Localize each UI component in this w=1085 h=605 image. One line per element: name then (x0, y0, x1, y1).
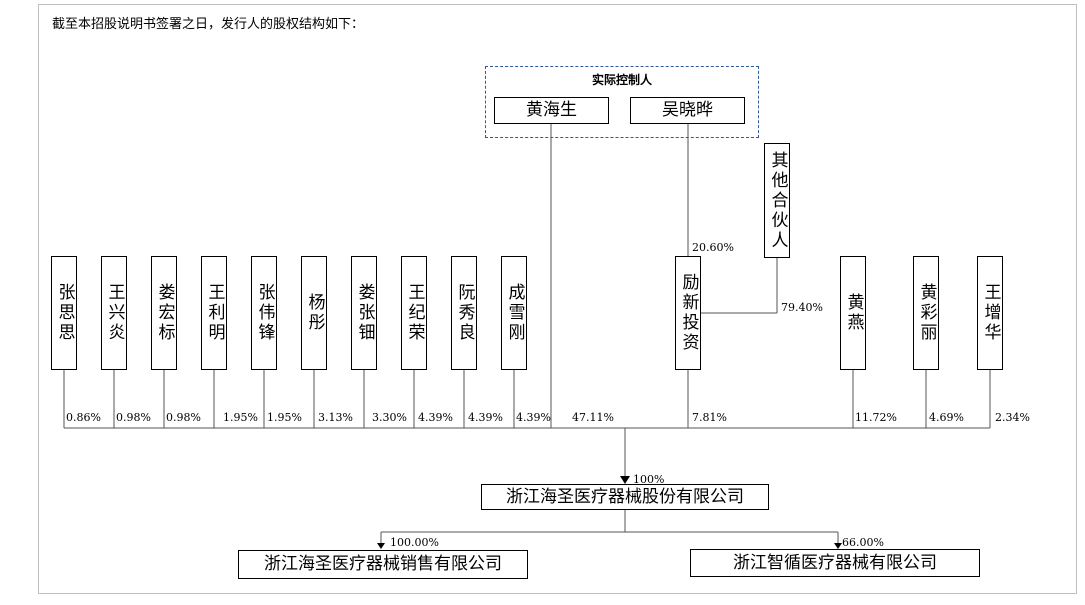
shareholder-pct: 4.39% (516, 411, 551, 424)
shareholder-pct: 1.95% (223, 411, 258, 424)
pct-company: 100% (633, 473, 665, 486)
shareholder-name: 王兴炎 (104, 283, 125, 343)
shareholder-pct: 11.72% (855, 411, 897, 424)
shareholder-name: 娄张钿 (354, 283, 375, 343)
pct-others-to-lixin: 79.40% (781, 301, 823, 314)
shareholder-box: 王利明 (201, 256, 227, 370)
node-subsidiary-zhixun: 浙江智循医疗器械有限公司 (690, 549, 980, 577)
shareholder-name: 王利明 (204, 283, 225, 343)
shareholder-box: 王纪荣 (401, 256, 427, 370)
node-issuer-company: 浙江海圣医疗器械股份有限公司 (481, 484, 769, 510)
shareholder-pct: 3.13% (318, 411, 353, 424)
shareholder-pct: 4.39% (418, 411, 453, 424)
pct-huang-haisheng: 47.11% (572, 411, 614, 424)
shareholder-pct: 2.34% (995, 411, 1030, 424)
shareholder-pct: 4.39% (468, 411, 503, 424)
intro-text: 截至本招股说明书签署之日，发行人的股权结构如下： (52, 17, 365, 32)
page-frame (38, 4, 1077, 594)
shareholder-pct: 0.98% (116, 411, 151, 424)
shareholder-box: 黄燕 (840, 256, 866, 370)
shareholder-box: 娄宏标 (151, 256, 177, 370)
node-lixin-label: 励新投资 (678, 273, 699, 353)
shareholder-box: 王增华 (977, 256, 1003, 370)
shareholder-pct: 1.95% (267, 411, 302, 424)
shareholder-name: 杨彤 (304, 293, 325, 333)
shareholder-name: 黄彩丽 (916, 283, 937, 343)
pct-wu-to-lixin: 20.60% (692, 241, 734, 254)
shareholder-box: 成雪刚 (501, 256, 527, 370)
shareholder-pct: 4.69% (929, 411, 964, 424)
shareholder-name: 黄燕 (843, 293, 864, 333)
shareholder-name: 王纪荣 (404, 283, 425, 343)
node-lixin-investment: 励新投资 (675, 256, 701, 370)
pct-lixin: 7.81% (692, 411, 727, 424)
shareholder-box: 黄彩丽 (913, 256, 939, 370)
shareholder-name: 王增华 (980, 283, 1001, 343)
shareholder-box: 娄张钿 (351, 256, 377, 370)
shareholder-name: 成雪刚 (504, 283, 525, 343)
actual-controller-title: 实际控制人 (591, 73, 652, 87)
shareholder-pct: 0.98% (166, 411, 201, 424)
shareholder-pct: 3.30% (372, 411, 407, 424)
shareholder-box: 张思思 (51, 256, 77, 370)
pct-subsidiary-sales: 100.00% (390, 536, 439, 549)
shareholder-name: 娄宏标 (154, 283, 175, 343)
shareholder-box: 张伟锋 (251, 256, 277, 370)
pct-subsidiary-zhixun: 66.00% (842, 536, 884, 549)
shareholder-name: 张思思 (54, 283, 75, 343)
shareholder-name: 张伟锋 (254, 283, 275, 343)
node-other-partners-label: 其他合伙人 (767, 150, 788, 251)
shareholder-pct: 0.86% (66, 411, 101, 424)
shareholder-box: 阮秀良 (451, 256, 477, 370)
node-other-partners: 其他合伙人 (764, 143, 790, 258)
actual-controller-group (485, 66, 759, 138)
shareholder-box: 王兴炎 (101, 256, 127, 370)
shareholder-name: 阮秀良 (454, 283, 475, 343)
shareholder-box: 杨彤 (301, 256, 327, 370)
node-wu-xiaoye: 吴晓晔 (630, 97, 745, 124)
node-huang-haisheng: 黄海生 (494, 97, 609, 124)
node-subsidiary-sales: 浙江海圣医疗器械销售有限公司 (238, 550, 528, 579)
